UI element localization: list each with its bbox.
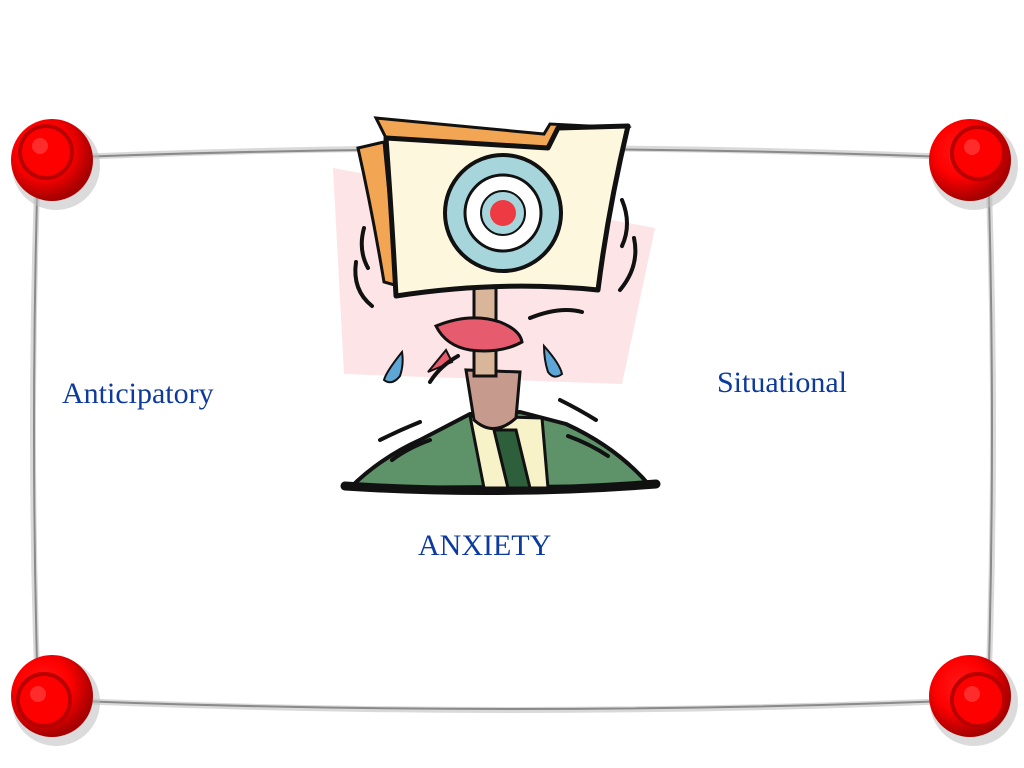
pin-top-left [11, 119, 100, 210]
label-situational: Situational [717, 366, 847, 399]
label-anxiety: ANXIETY [418, 529, 552, 562]
pin-bottom-right [929, 655, 1018, 746]
label-anticipatory: Anticipatory [62, 377, 214, 410]
pin-top-right [929, 119, 1018, 210]
pin-bottom-left [11, 655, 100, 746]
